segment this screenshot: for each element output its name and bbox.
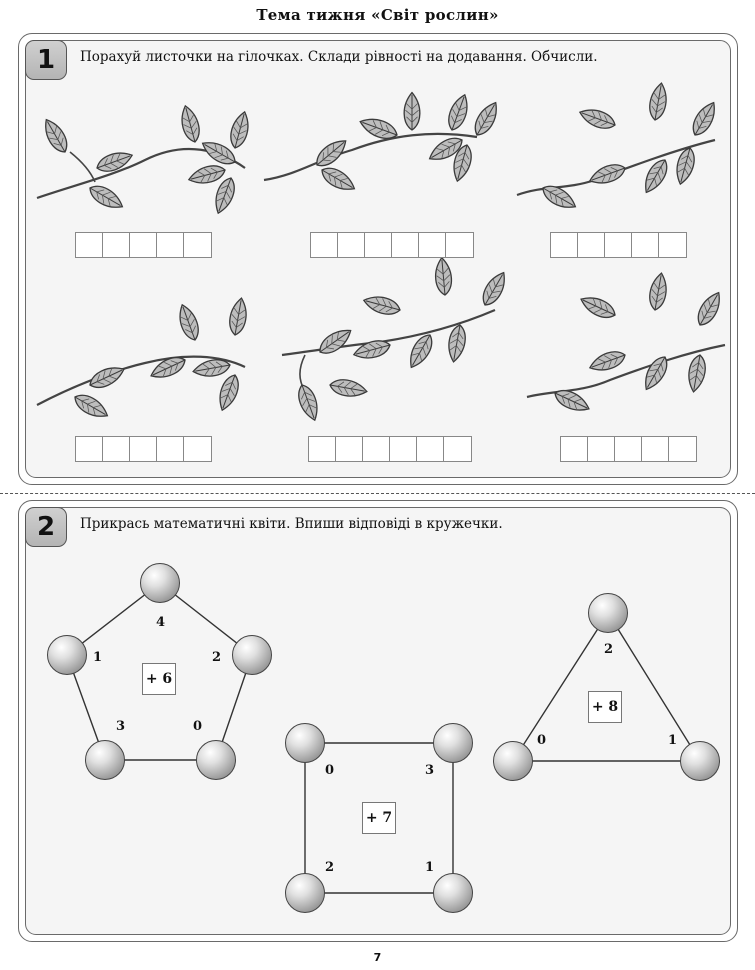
task2-instruction: Прикрась математичні квіти. Впиши відпов…: [80, 516, 503, 532]
answer-cell[interactable]: [363, 437, 390, 461]
answer-cell[interactable]: [642, 437, 669, 461]
answer-cell[interactable]: [130, 437, 157, 461]
flower2-number-bottom-left: 2: [325, 860, 335, 875]
flower1-right-circle[interactable]: [232, 635, 272, 675]
answer-row-4[interactable]: [75, 436, 212, 462]
branch-4-illustration: [36, 296, 250, 424]
answer-cell[interactable]: [390, 437, 417, 461]
flower2-number-bottom-right: 1: [425, 860, 435, 875]
answer-cell[interactable]: [103, 437, 130, 461]
answer-cell[interactable]: [615, 437, 642, 461]
branch-1-illustration: [36, 103, 253, 217]
answer-cell[interactable]: [632, 233, 659, 257]
flower3-number-right: 1: [668, 733, 678, 748]
page-title: Тема тижня «Світ рослин»: [256, 6, 499, 24]
answer-cell[interactable]: [76, 233, 103, 257]
flower1-number-left: 1: [93, 650, 103, 665]
answer-row-5[interactable]: [308, 436, 472, 462]
answer-cell[interactable]: [157, 437, 184, 461]
answer-row-3[interactable]: [550, 232, 687, 258]
flower1-bottom-right-circle[interactable]: [196, 740, 236, 780]
branch-2-illustration: [263, 91, 504, 197]
answer-cell[interactable]: [578, 233, 605, 257]
dashed-cut-line: [0, 493, 755, 494]
answer-cell[interactable]: [338, 233, 365, 257]
answer-cell[interactable]: [419, 233, 446, 257]
flower2-top-left-circle[interactable]: [285, 723, 325, 763]
flower2-number-top-left: 0: [325, 763, 335, 778]
answer-cell[interactable]: [605, 233, 632, 257]
flower2-operation: + 7: [362, 802, 396, 834]
flower3-top-circle[interactable]: [588, 593, 628, 633]
flower2-top-right-circle[interactable]: [433, 723, 473, 763]
task1-panel: [18, 33, 738, 485]
flower2-number-top-right: 3: [425, 763, 435, 778]
flower3-number-top: 2: [604, 642, 614, 657]
flower1-operation: + 6: [142, 663, 176, 695]
task1-number-badge: 1: [25, 40, 67, 80]
answer-cell[interactable]: [417, 437, 444, 461]
flower3-operation: + 8: [588, 691, 622, 723]
flower2-bottom-left-circle[interactable]: [285, 873, 325, 913]
flower2-bottom-right-circle[interactable]: [433, 873, 473, 913]
flower3-right-circle[interactable]: [680, 741, 720, 781]
answer-cell[interactable]: [103, 233, 130, 257]
answer-cell[interactable]: [309, 437, 336, 461]
flower1-top-circle[interactable]: [140, 563, 180, 603]
answer-cell[interactable]: [157, 233, 184, 257]
answer-row-1[interactable]: [75, 232, 212, 258]
flower1-number-bottom-left: 3: [116, 719, 126, 734]
flower1-number-right: 2: [212, 650, 222, 665]
branch-5-illustration: [281, 256, 512, 424]
flower3-number-left: 0: [537, 733, 547, 748]
task1-panel-inner: [25, 40, 731, 478]
task2-number-badge: 2: [25, 507, 67, 547]
task1-instruction: Порахуй листочки на гілочках. Склади рів…: [80, 49, 598, 65]
answer-cell[interactable]: [336, 437, 363, 461]
flower1-number-bottom-right: 0: [193, 719, 203, 734]
flower1-number-top: 4: [156, 615, 166, 630]
answer-cell[interactable]: [76, 437, 103, 461]
answer-cell[interactable]: [365, 233, 392, 257]
answer-cell[interactable]: [311, 233, 338, 257]
answer-cell[interactable]: [551, 233, 578, 257]
branch-6-illustration: [526, 271, 727, 417]
flower1-left-circle[interactable]: [47, 635, 87, 675]
answer-cell[interactable]: [588, 437, 615, 461]
answer-row-2[interactable]: [310, 232, 474, 258]
answer-cell[interactable]: [392, 233, 419, 257]
answer-cell[interactable]: [130, 233, 157, 257]
branch-3-illustration: [516, 81, 722, 215]
flower1-bottom-left-circle[interactable]: [85, 740, 125, 780]
answer-row-6[interactable]: [560, 436, 697, 462]
page-number: 7: [373, 951, 382, 964]
flower3-left-circle[interactable]: [493, 741, 533, 781]
answer-cell[interactable]: [561, 437, 588, 461]
